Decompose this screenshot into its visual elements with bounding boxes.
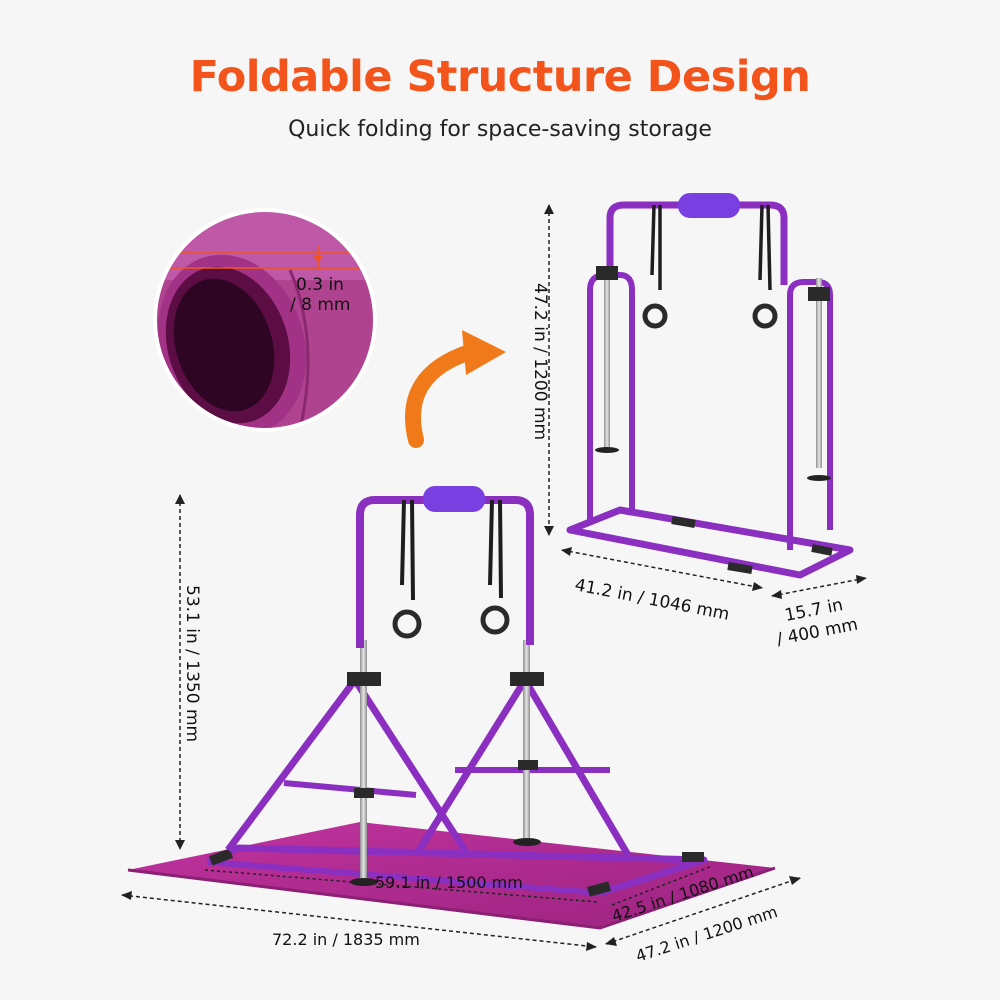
- folded-height-label: 47.2 in / 1200 mm: [530, 283, 550, 440]
- mat-thickness-in: 0.3 in: [296, 275, 344, 295]
- mat-length-label: 72.2 in / 1835 mm: [272, 930, 420, 949]
- mat-thickness-mm: / 8 mm: [290, 295, 350, 315]
- assembled-height-label: 53.1 in / 1350 mm: [182, 585, 202, 742]
- folded-width-label: 41.2 in / 1046 mm: [573, 575, 731, 625]
- folded-frame: [566, 193, 854, 579]
- mat-thickness-detail: 0.3 in / 8 mm: [153, 208, 377, 432]
- base-width-label: 59.1 in / 1500 mm: [375, 873, 523, 892]
- curved-arrow-icon: [405, 330, 506, 448]
- page-title: Foldable Structure Design: [189, 52, 811, 102]
- assembled-frame: [127, 486, 776, 930]
- page-subtitle: Quick folding for space-saving storage: [288, 117, 712, 142]
